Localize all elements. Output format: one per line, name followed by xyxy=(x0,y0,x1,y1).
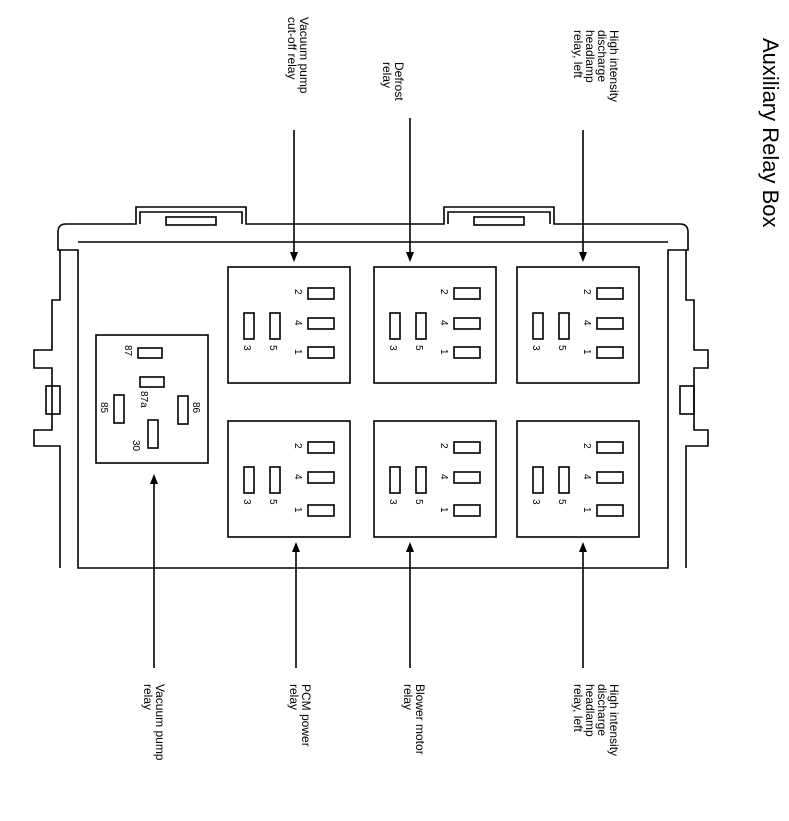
pin-5: 5 xyxy=(413,345,424,351)
relay-socket-vacuum-pump-cutoff xyxy=(227,266,351,384)
clip-left xyxy=(165,216,217,226)
relay-socket-hid-left-bottom xyxy=(516,420,640,538)
terminal-86 xyxy=(177,395,189,425)
pin-5: 5 xyxy=(267,499,278,505)
arrowhead-vacuum-pump-cutoff xyxy=(290,252,298,262)
pin-5: 5 xyxy=(267,345,278,351)
pin-5: 5 xyxy=(556,345,567,351)
pin-3: 3 xyxy=(241,499,252,505)
arrowhead-blower-motor xyxy=(406,542,414,552)
arrowhead-pcm-power xyxy=(292,542,300,552)
pin-86: 86 xyxy=(190,402,201,414)
label-blower-motor-relay: Blower motor relay xyxy=(401,684,427,755)
pin-3: 3 xyxy=(530,499,541,505)
pin-30: 30 xyxy=(130,440,141,452)
pin-1: 1 xyxy=(581,349,592,355)
pin-3: 3 xyxy=(241,345,252,351)
mount-ear-right xyxy=(685,250,709,568)
label-hid-headlamp-relay-left-top: High intensity discharge headlamp relay,… xyxy=(571,30,621,103)
housing-tab-left xyxy=(139,211,243,224)
pin-1: 1 xyxy=(438,349,449,355)
relay-socket-blower-motor xyxy=(373,420,497,538)
label-vacuum-pump-relay: Vacuum pump relay xyxy=(141,684,167,761)
clip-right xyxy=(473,216,525,226)
housing-outline xyxy=(57,206,689,569)
pin-5: 5 xyxy=(556,499,567,505)
relay-socket-hid-left-top xyxy=(516,266,640,384)
pin-4: 4 xyxy=(581,474,592,480)
pin-2: 2 xyxy=(292,289,303,295)
diagram-title: Auxiliary Relay Box xyxy=(758,38,783,228)
pin-2: 2 xyxy=(292,443,303,449)
pin-2: 2 xyxy=(581,289,592,295)
pin-87: 87 xyxy=(122,345,133,357)
arrowhead-hid-top xyxy=(579,252,587,262)
housing-tab-right xyxy=(447,211,551,224)
pin-85: 85 xyxy=(98,402,109,414)
terminal-87 xyxy=(137,347,163,359)
pin-2: 2 xyxy=(438,443,449,449)
pin-4: 4 xyxy=(438,474,449,480)
pin-5: 5 xyxy=(413,499,424,505)
mount-slot-right xyxy=(679,385,695,415)
arrowhead-vacuum-pump xyxy=(150,474,158,484)
mount-slot-left xyxy=(45,385,61,415)
arrowhead-defrost xyxy=(406,252,414,262)
relay-socket-defrost xyxy=(373,266,497,384)
pin-87a: 87a xyxy=(138,391,149,408)
pin-3: 3 xyxy=(387,499,398,505)
pin-1: 1 xyxy=(292,349,303,355)
label-pcm-power-relay: PCM power relay xyxy=(287,684,313,747)
arrowhead-hid-bottom xyxy=(579,542,587,552)
pin-3: 3 xyxy=(530,345,541,351)
pin-3: 3 xyxy=(387,345,398,351)
mount-ear-left xyxy=(33,250,61,568)
pin-2: 2 xyxy=(438,289,449,295)
label-hid-headlamp-relay-left-bottom: High intensity discharge headlamp relay,… xyxy=(571,684,621,757)
pin-4: 4 xyxy=(292,320,303,326)
terminal-30 xyxy=(147,419,159,449)
pin-2: 2 xyxy=(581,443,592,449)
vacuum-pump-relay-socket xyxy=(95,334,209,464)
terminal-85 xyxy=(113,394,125,424)
label-defrost-relay: Defrost relay xyxy=(380,62,406,101)
pin-1: 1 xyxy=(581,507,592,513)
terminal-87a xyxy=(139,376,165,388)
pin-1: 1 xyxy=(438,507,449,513)
pin-4: 4 xyxy=(292,474,303,480)
pin-4: 4 xyxy=(581,320,592,326)
relay-socket-pcm-power xyxy=(227,420,351,538)
label-vacuum-pump-cutoff-relay: Vacuum pump cut-off relay xyxy=(285,17,311,94)
pin-1: 1 xyxy=(292,507,303,513)
pin-4: 4 xyxy=(438,320,449,326)
